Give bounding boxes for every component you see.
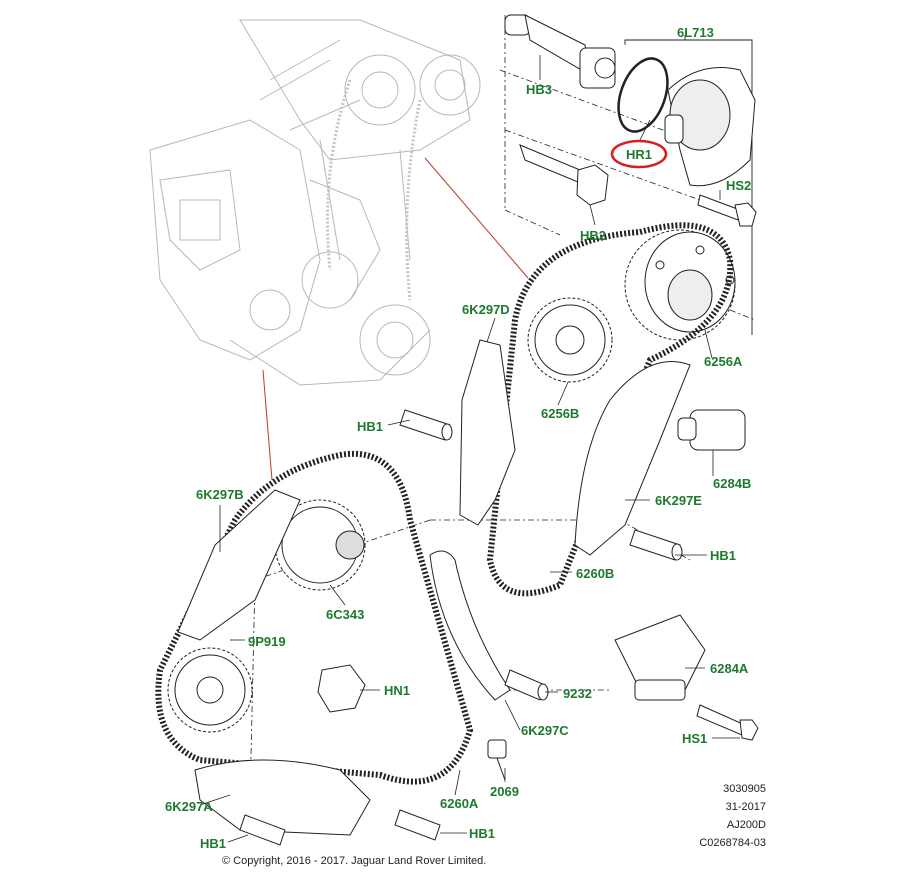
label-6284A: 6284A — [710, 661, 749, 676]
guide-6K297D — [459, 339, 516, 526]
dowel-hb1-bottom-left — [239, 814, 286, 846]
chain-6260B — [486, 222, 734, 597]
vct-solenoid — [504, 14, 616, 89]
bolt-hb2 — [519, 144, 609, 206]
label-leaders — [199, 55, 740, 843]
ref-date: 31-2017 — [725, 801, 766, 813]
ref-code: C0268784-03 — [699, 837, 766, 849]
guide-6K297E — [574, 361, 691, 556]
dowel-9232 — [504, 669, 549, 701]
label-6256B: 6256B — [541, 406, 580, 421]
label-6284B: 6284B — [713, 476, 752, 491]
guide-6K297C — [429, 550, 511, 701]
bolt-hs2 — [697, 194, 757, 227]
ref-engine: AJ200D — [726, 819, 766, 831]
label-HS2: HS2 — [726, 178, 752, 193]
label-6K297C: 6K297C — [521, 723, 569, 738]
label-6K297A: 6K297A — [165, 799, 213, 814]
engine-ghost — [149, 19, 481, 386]
sprocket-6256A — [624, 229, 736, 341]
bolt-hs1 — [696, 704, 759, 741]
label-6K297D: 6K297D — [462, 302, 510, 317]
dowel-hb1-upper — [399, 409, 453, 441]
label-6L713: 6L713 — [677, 25, 714, 40]
label-HB2: HB2 — [580, 228, 607, 243]
label-HB1-right: HB1 — [710, 548, 737, 563]
sprocket-9P919 — [167, 647, 253, 733]
label-HB1-upper: HB1 — [357, 419, 384, 434]
chain-6260A — [155, 450, 474, 785]
leader-lines — [262, 157, 529, 481]
guide-6K297A — [194, 759, 371, 836]
dowel-hb1-right — [629, 529, 683, 561]
label-6260A: 6260A — [440, 796, 479, 811]
stud-2069 — [487, 739, 507, 781]
label-HS1: HS1 — [682, 731, 708, 746]
nut-hn1 — [317, 664, 366, 713]
cover-6L713 — [664, 67, 756, 187]
label-HN1: HN1 — [384, 683, 411, 698]
label-HB3: HB3 — [526, 82, 553, 97]
label-6256A: 6256A — [704, 354, 743, 369]
label-6C343: 6C343 — [326, 607, 365, 622]
label-9P919: 9P919 — [248, 634, 286, 649]
sprocket-6C343 — [274, 499, 366, 591]
ref-number: 3030905 — [723, 783, 766, 795]
hr1-highlight — [610, 139, 668, 169]
bracket-6L713 — [624, 35, 753, 335]
label-9232: 9232 — [563, 686, 592, 701]
label-HB1-bottom-right: HB1 — [469, 826, 496, 841]
label-6K297B: 6K297B — [196, 487, 244, 502]
dowel-hb1-bottom-right — [394, 809, 441, 841]
tensioner-6284B — [677, 409, 746, 451]
copyright: © Copyright, 2016 - 2017. Jaguar Land Ro… — [222, 855, 487, 867]
label-HB1-bottom-left: HB1 — [200, 836, 227, 851]
label-HR1: HR1 — [626, 147, 653, 162]
label-6K297E: 6K297E — [655, 493, 702, 508]
guide-6K297B — [177, 489, 301, 641]
tensioner-6284A — [614, 614, 706, 701]
sprocket-6256B — [527, 297, 613, 383]
o-ring — [617, 57, 669, 133]
label-6260B: 6260B — [576, 566, 615, 581]
engine-ghost-chain — [326, 79, 422, 301]
label-2069: 2069 — [490, 784, 519, 799]
